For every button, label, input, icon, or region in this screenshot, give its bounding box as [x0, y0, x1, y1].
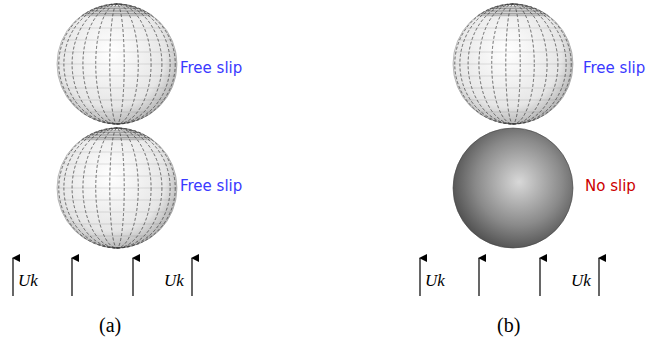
boundary-label: Free slip [583, 61, 645, 76]
velocity-label: Uk [424, 272, 446, 289]
free-slip-sphere [57, 128, 177, 248]
flow-arrow [12, 258, 13, 296]
flow-arrow [598, 258, 599, 296]
flow-arrow [539, 258, 540, 296]
velocity-label: Uk [570, 272, 592, 289]
flow-arrow [132, 258, 133, 296]
velocity-label: Uk [163, 272, 185, 289]
boundary-label: Free slip [180, 61, 242, 76]
free-slip-sphere [453, 4, 573, 124]
boundary-label: No slip [585, 179, 636, 194]
flow-arrow [191, 258, 192, 296]
flow-arrow [478, 258, 479, 296]
boundary-label: Free slip [180, 179, 242, 194]
velocity-label: Uk [17, 272, 39, 289]
flow-arrow [71, 258, 72, 296]
flow-arrow [419, 258, 420, 296]
panel-label: (a) [99, 315, 121, 335]
no-slip-sphere [453, 128, 573, 248]
panel-label: (b) [497, 315, 520, 335]
free-slip-sphere [57, 4, 177, 124]
